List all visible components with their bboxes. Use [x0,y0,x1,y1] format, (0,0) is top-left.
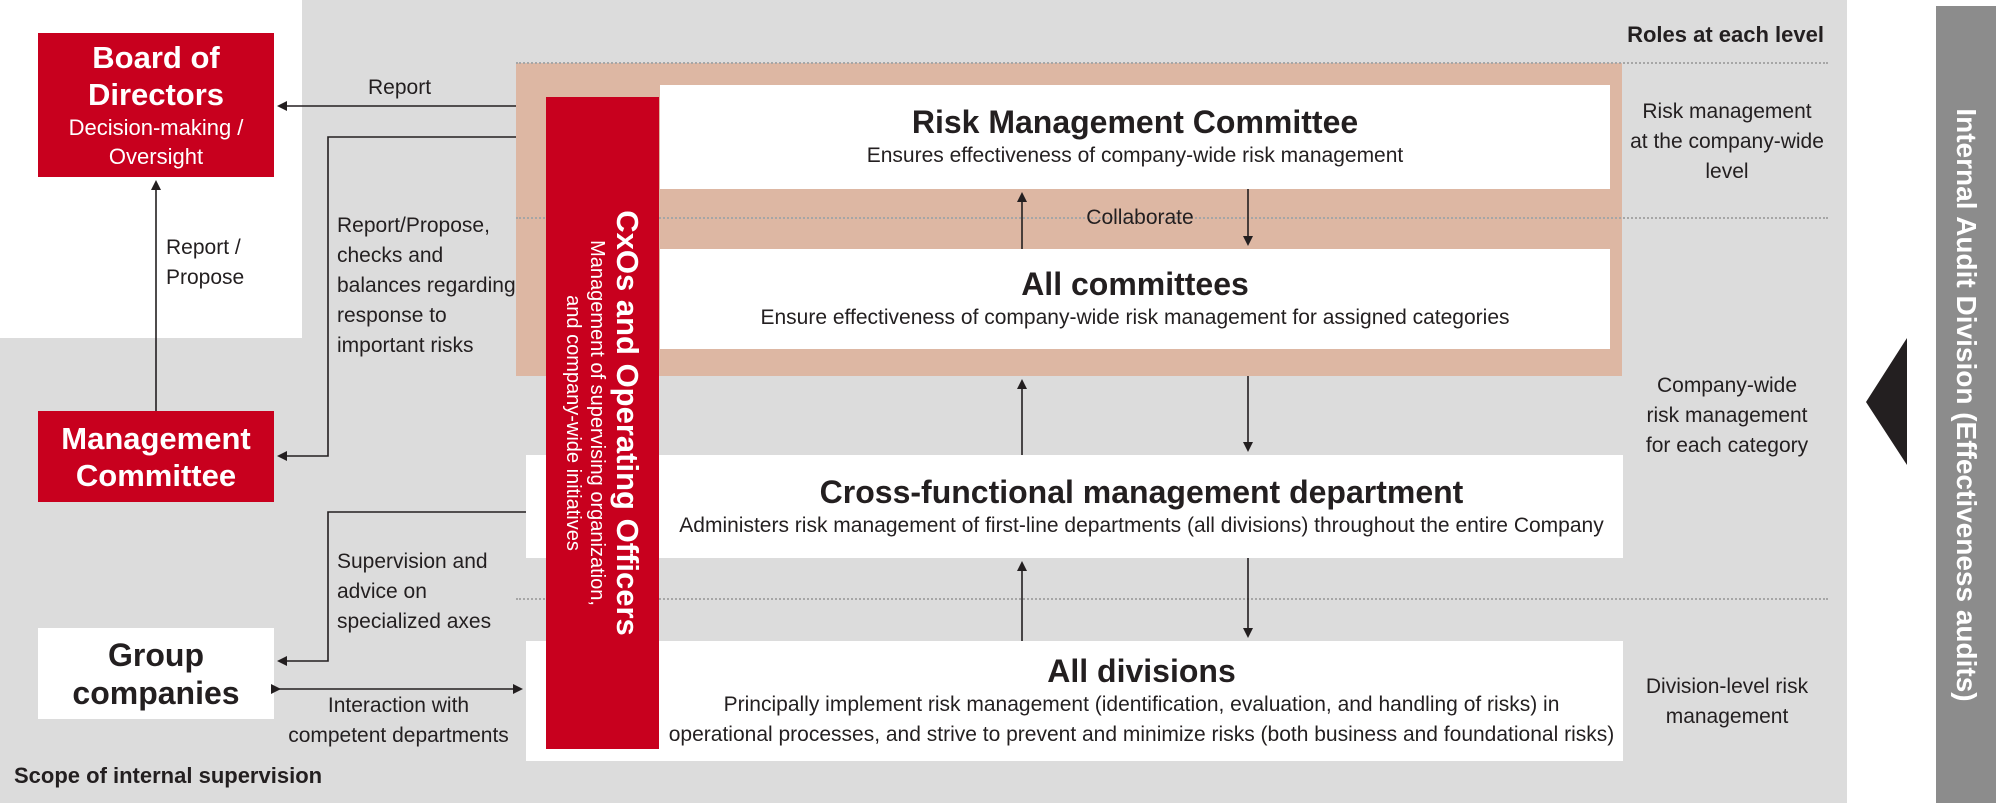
allcomm-subtitle: Ensure effectiveness of company-wide ris… [760,306,1510,329]
cross-functional-department-box: Cross-functional management department A… [526,455,1623,558]
report-label: Report [368,76,432,99]
allcomm-title: All committees [1021,266,1249,302]
rmc-title: Risk Management Committee [911,104,1359,140]
collaborate-label: Collaborate [1086,206,1194,229]
role-companywide-line1: Risk management [1642,100,1812,123]
report-propose-label-1: Report / [166,236,241,259]
board-subtitle-line1: Decision-making / [68,115,244,140]
rp-checks-label-2: checks and [337,244,444,267]
divisions-title: All divisions [1047,653,1236,689]
rmc-subtitle: Ensures effectiveness of company-wide ri… [866,144,1404,167]
board-title-line1: Board of [92,40,220,75]
rp-checks-label-3: balances regarding [337,274,516,297]
role-category-line1: Company-wide [1656,374,1798,397]
level-divider-1 [516,62,1828,64]
role-category-line2: risk management [1646,404,1808,427]
risk-management-committee-box: Risk Management Committee Ensures effect… [660,85,1610,189]
supervision-label-1: Supervision and [337,550,488,573]
rp-checks-label-4: response to [337,304,447,327]
rp-checks-label-5: important risks [337,334,474,357]
supervision-label-2: advice on [337,580,427,603]
divisions-subtitle-line2: operational processes, and strive to pre… [668,723,1615,746]
report-propose-label-2: Propose [166,266,245,289]
supervision-connector [277,511,526,666]
all-divisions-box: All divisions Principally implement risk… [526,641,1623,761]
all-committees-box: All committees Ensure effectiveness of c… [660,249,1610,349]
rp-checks-label-1: Report/Propose, [337,214,490,237]
supervision-label-3: specialized axes [337,610,492,633]
role-division-line1: Division-level risk [1645,675,1809,698]
role-category-line3: for each category [1645,434,1809,457]
interaction-label-2: competent departments [288,724,509,747]
scope-label: Scope of internal supervision [14,763,323,788]
board-subtitle-line2: Oversight [108,144,204,169]
group-title-line1: Group [108,636,204,673]
group-title-line2: companies [72,674,240,711]
board-title-line2: Directors [87,77,225,112]
board-of-directors-box: Board of Directors Decision-making / Ove… [38,33,274,177]
role-division-line2: management [1665,705,1789,728]
management-committee-box: Management Committee [38,411,274,502]
cxos-bar: CxOs and Operating Officers Management o… [546,97,659,749]
divisions-subtitle-line1: Principally implement risk management (i… [723,693,1560,716]
role-companywide-line3: level [1705,160,1749,183]
management-title-line1: Management [61,420,251,456]
rp-checks-connector [277,136,516,461]
interaction-label-1: Interaction with [327,694,470,717]
level-divider-2 [516,217,1828,219]
roles-header: Roles at each level [1627,22,1824,47]
group-companies-box: Group companies [38,628,274,719]
role-companywide-line2: at the company-wide [1630,130,1824,153]
internal-audit-bar: Internal Audit Division (Effectiveness a… [1936,6,1996,803]
cross-title: Cross-functional management department [819,473,1464,510]
management-title-line2: Committee [75,457,237,493]
cross-subtitle: Administers risk management of first-lin… [679,513,1604,537]
audit-pointer-triangle [1866,338,1907,465]
level-divider-3 [516,598,1828,600]
